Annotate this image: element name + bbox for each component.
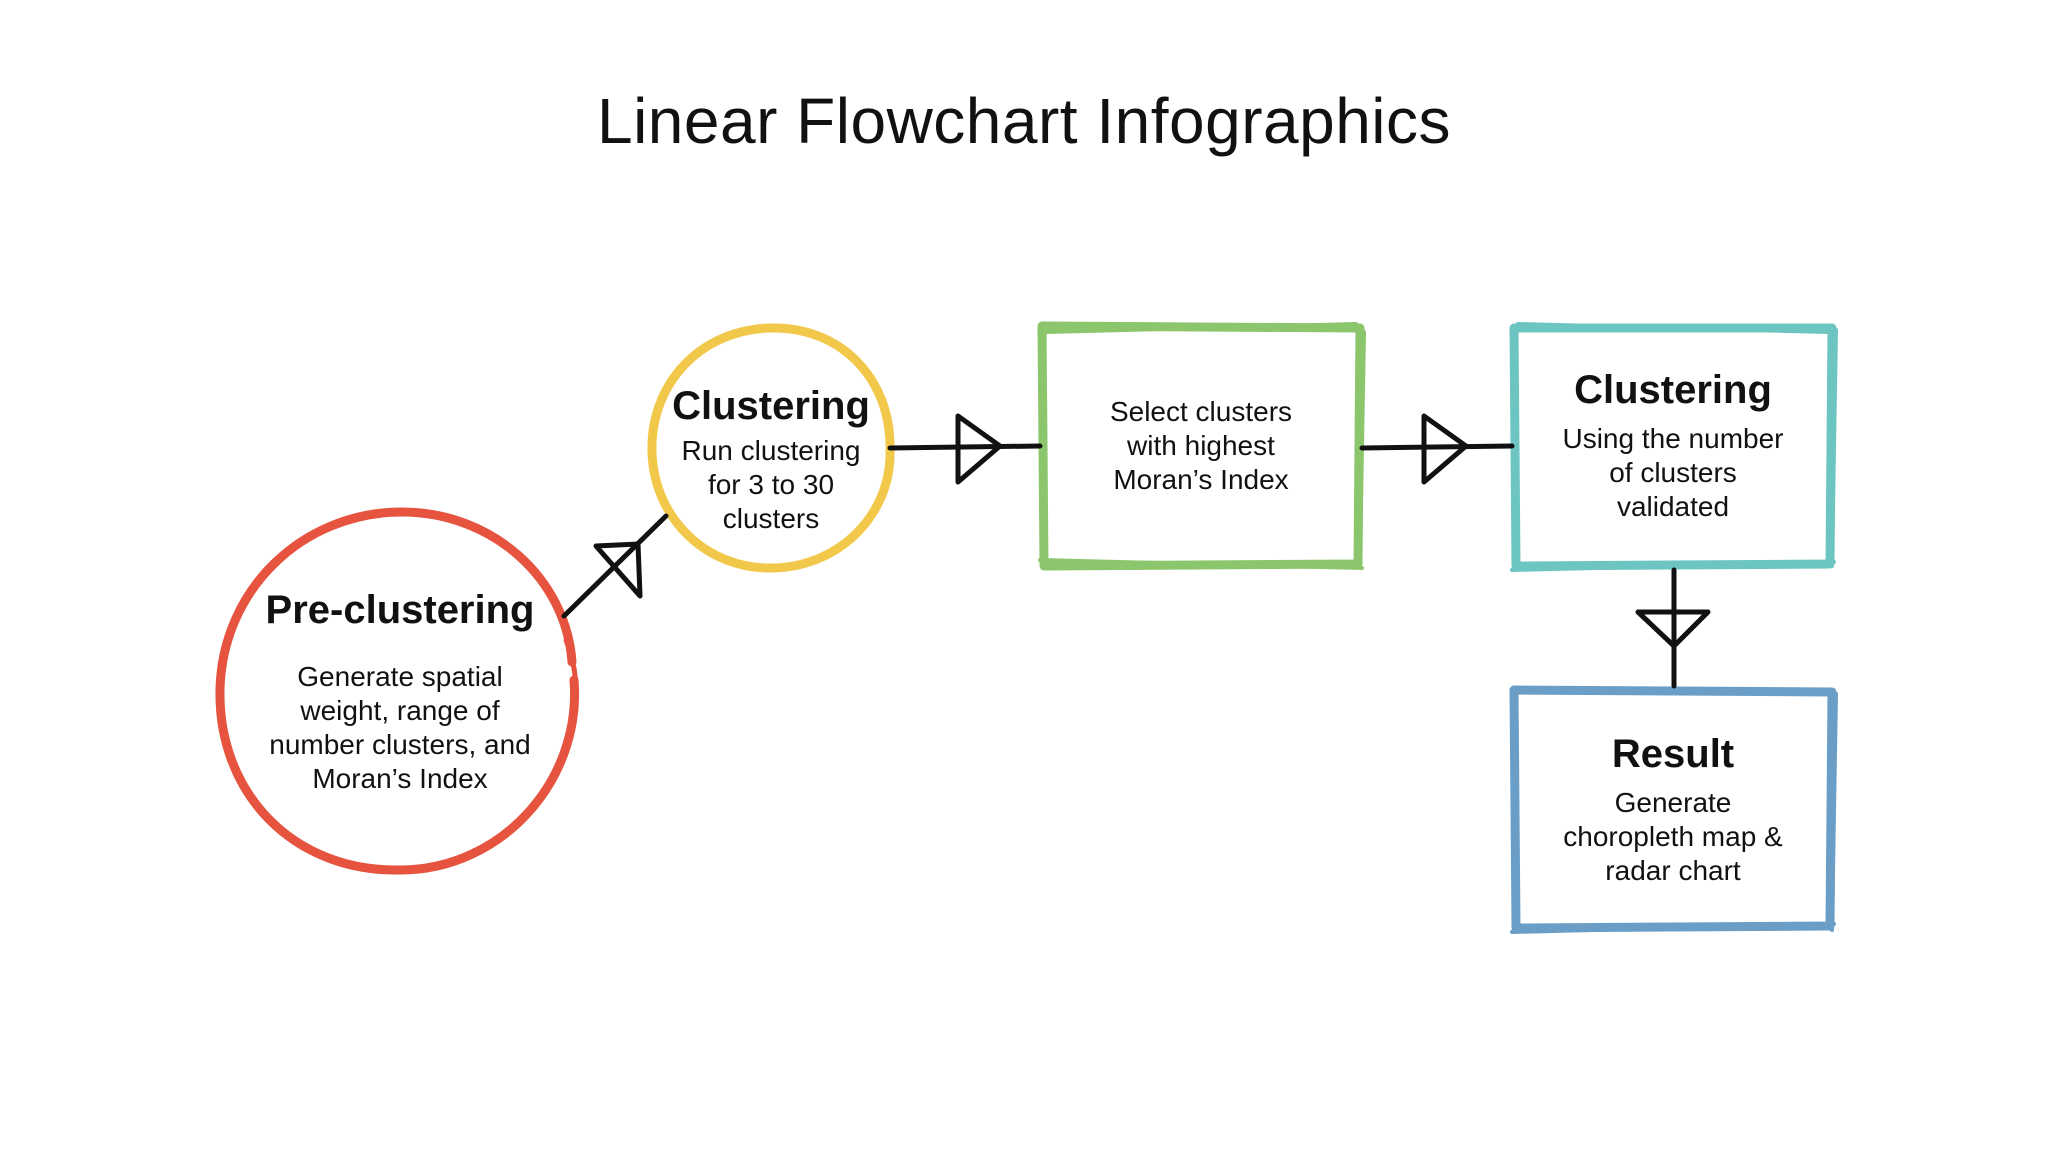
- pre-clustering-circle: [215, 507, 580, 875]
- pre-clustering-circle-overlap: [563, 637, 579, 723]
- arrow-head-icon: [1635, 609, 1711, 649]
- pre-clustering-text: Pre-clustering Generate spatial weight, …: [230, 572, 570, 812]
- select-clusters-body: Select clusters with highest Moran’s Ind…: [1109, 396, 1293, 495]
- result-text: Result Generate choropleth map & radar c…: [1520, 696, 1826, 924]
- clustering-validated-node: [1509, 322, 1838, 572]
- pre-clustering-heading: Pre-clustering: [265, 588, 535, 632]
- result-heading: Result: [1611, 732, 1735, 776]
- clustering-validated-text: Clustering Using the number of clusters …: [1520, 332, 1826, 560]
- connector-line: [1359, 443, 1515, 451]
- clustering-validated-body: Using the number of clusters validated: [1562, 423, 1784, 522]
- pre-clustering-node: [215, 507, 580, 875]
- result-node: [1509, 685, 1838, 934]
- clustering-run-text: Clustering Run clustering for 3 to 30 cl…: [660, 380, 882, 540]
- result-box-sketch: [1510, 686, 1838, 934]
- clustering-run-node: [647, 323, 895, 573]
- clustering-validated-box-sketch: [1510, 322, 1838, 572]
- clustering-run-heading: Clustering: [672, 384, 870, 428]
- connector-run-to-select: [887, 413, 1043, 485]
- result-body: Generate choropleth map & radar chart: [1563, 787, 1783, 886]
- clustering-validated-heading: Clustering: [1574, 368, 1772, 412]
- connector-line: [887, 443, 1043, 451]
- arrow-head-icon: [955, 413, 1003, 485]
- clustering-run-circle: [647, 323, 895, 573]
- arrow-head-icon: [1421, 413, 1469, 485]
- connector-pre-to-run: [561, 513, 669, 619]
- clustering-run-body: Run clustering for 3 to 30 clusters: [681, 435, 861, 534]
- select-clusters-text: Select clusters with highest Moran’s Ind…: [1050, 332, 1352, 560]
- page-title: Linear Flowchart Infographics: [596, 85, 1452, 157]
- arrow-head-icon: [593, 541, 643, 599]
- connector-select-to-validated: [1359, 413, 1515, 485]
- connector-validated-to-result: [1635, 567, 1711, 689]
- pre-clustering-body: Generate spatial weight, range of number…: [269, 661, 531, 794]
